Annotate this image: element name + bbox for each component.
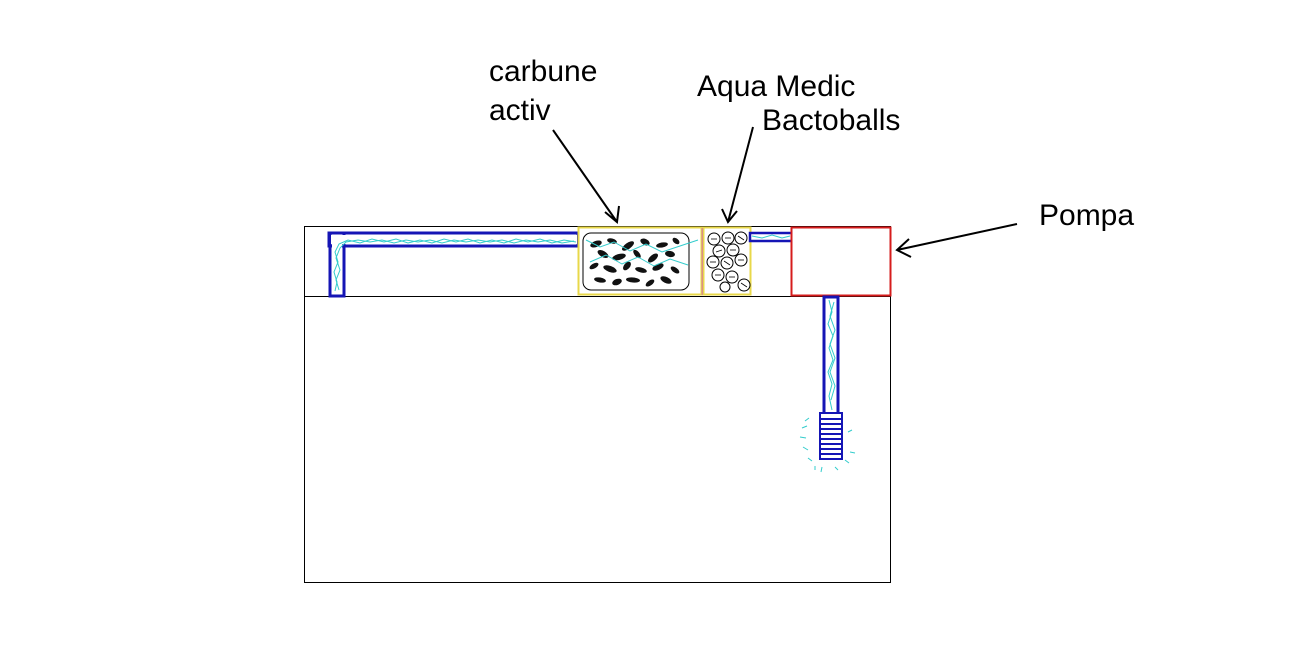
intake-strainer — [799, 412, 856, 473]
pump-arrow — [895, 223, 1018, 258]
bactoballs-label-line2: Bactoballs — [762, 104, 900, 137]
water-suction-marks — [799, 417, 856, 473]
water-flow-line — [333, 238, 577, 292]
bactoballs-compartment — [702, 226, 752, 296]
pump — [790, 226, 892, 297]
return-pipe — [327, 231, 580, 298]
carbon-label-line2: activ — [489, 94, 551, 127]
intake-pipe — [822, 295, 840, 416]
pump-label: Pompa — [1039, 199, 1134, 232]
arrows — [552, 126, 1018, 258]
pump-inlet-pipe — [748, 231, 794, 243]
carbon-pieces — [589, 237, 680, 287]
carbon-label-line1: carbune — [489, 55, 597, 88]
activated-carbon-compartment — [577, 226, 703, 296]
bactoballs-arrow — [721, 126, 754, 224]
carbon-arrow — [552, 129, 620, 224]
bactoballs-label-line1: Aqua Medic — [697, 70, 855, 103]
